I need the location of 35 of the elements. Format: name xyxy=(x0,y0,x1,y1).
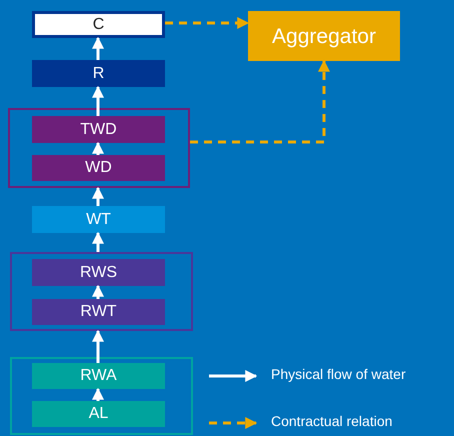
process-box xyxy=(32,155,165,181)
process-box xyxy=(32,206,165,233)
dashed-arrow xyxy=(190,60,330,144)
arrow xyxy=(92,86,104,116)
node-label: C xyxy=(92,16,104,32)
node-label: AL xyxy=(88,406,108,422)
legend-label: Physical flow of water xyxy=(271,366,406,382)
arrow xyxy=(92,36,104,60)
node-label: TWD xyxy=(80,122,117,138)
aggregator-box xyxy=(248,11,400,61)
arrow xyxy=(92,388,104,401)
node-label: RWT xyxy=(80,304,117,320)
process-box xyxy=(32,11,165,38)
node-label: RWA xyxy=(80,368,117,384)
arrow xyxy=(92,186,104,206)
arrow xyxy=(92,284,104,299)
arrow xyxy=(92,232,104,252)
group-frame xyxy=(10,252,193,331)
arrow xyxy=(92,330,104,363)
node-label: R xyxy=(92,66,104,82)
process-box xyxy=(32,259,165,286)
node-label: Aggregator xyxy=(272,26,376,46)
node-label: WT xyxy=(86,212,111,228)
process-box xyxy=(32,299,165,325)
process-box xyxy=(32,116,165,143)
group-frame xyxy=(10,357,193,435)
process-box xyxy=(32,60,165,87)
node-label: WD xyxy=(85,160,112,176)
arrow xyxy=(92,142,104,155)
node-label: RWS xyxy=(80,264,118,280)
dashed-arrow xyxy=(165,17,250,29)
group-frame xyxy=(8,108,190,188)
legend-label: Contractual relation xyxy=(271,413,392,429)
process-box xyxy=(32,401,165,427)
process-box xyxy=(32,363,165,389)
